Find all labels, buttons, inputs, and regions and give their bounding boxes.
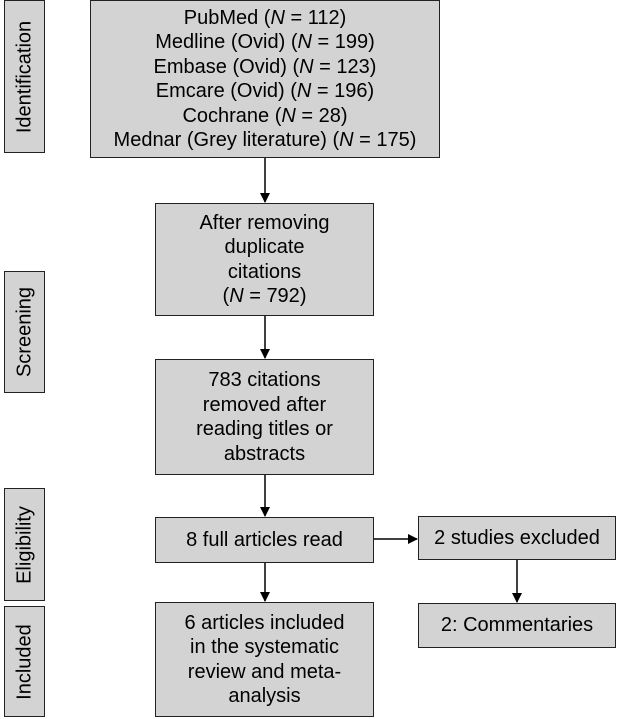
removed-line: abstracts (223, 442, 306, 465)
studies-excluded-box: 2 studies excluded (418, 516, 616, 560)
source-row: Medline (Ovid) (N = 199) (155, 31, 375, 53)
stage-label-identification: Identification (4, 0, 45, 153)
studies-excluded-text: 2 studies excluded (434, 526, 600, 549)
after-duplicates-count: (N = 792) (222, 285, 307, 307)
full-articles-read-box: 8 full articles read (155, 517, 374, 563)
commentaries-box: 2: Commentaries (418, 603, 616, 648)
stage-label-screening: Screening (4, 271, 45, 393)
source-row: Cochrane (N = 28) (182, 104, 348, 127)
source-row: PubMed (N = 112) (183, 6, 347, 29)
source-row: Mednar (Grey literature) (N = 175) (113, 129, 417, 151)
included-line: analysis (228, 685, 301, 707)
after-duplicates-line: duplicate (224, 236, 305, 258)
included-line: in the systematic (190, 636, 339, 658)
after-duplicates-line: citations (227, 260, 302, 283)
commentaries-text: 2: Commentaries (440, 614, 594, 637)
removed-line: removed after (202, 393, 327, 416)
included-line: 6 articles included (184, 611, 345, 634)
included-line: review and meta- (187, 660, 342, 683)
identification-sources-box: PubMed (N = 112) Medline (Ovid) (N = 199… (90, 0, 440, 158)
stage-label-included: Included (4, 606, 45, 717)
removed-line: 783 citations (208, 369, 321, 391)
full-articles-read-text: 8 full articles read (186, 528, 343, 551)
source-row: Emcare (Ovid) (N = 196) (155, 80, 375, 102)
stage-label-eligibility: Eligibility (4, 488, 45, 601)
after-duplicates-box: After removing duplicate citations (N = … (155, 203, 374, 316)
source-row: Embase (Ovid) (N = 123) (153, 55, 377, 78)
included-articles-box: 6 articles included in the systematic re… (155, 602, 374, 717)
removed-line: reading titles or (196, 418, 333, 440)
after-duplicates-line: After removing (199, 211, 330, 234)
removed-citations-box: 783 citations removed after reading titl… (155, 359, 374, 475)
